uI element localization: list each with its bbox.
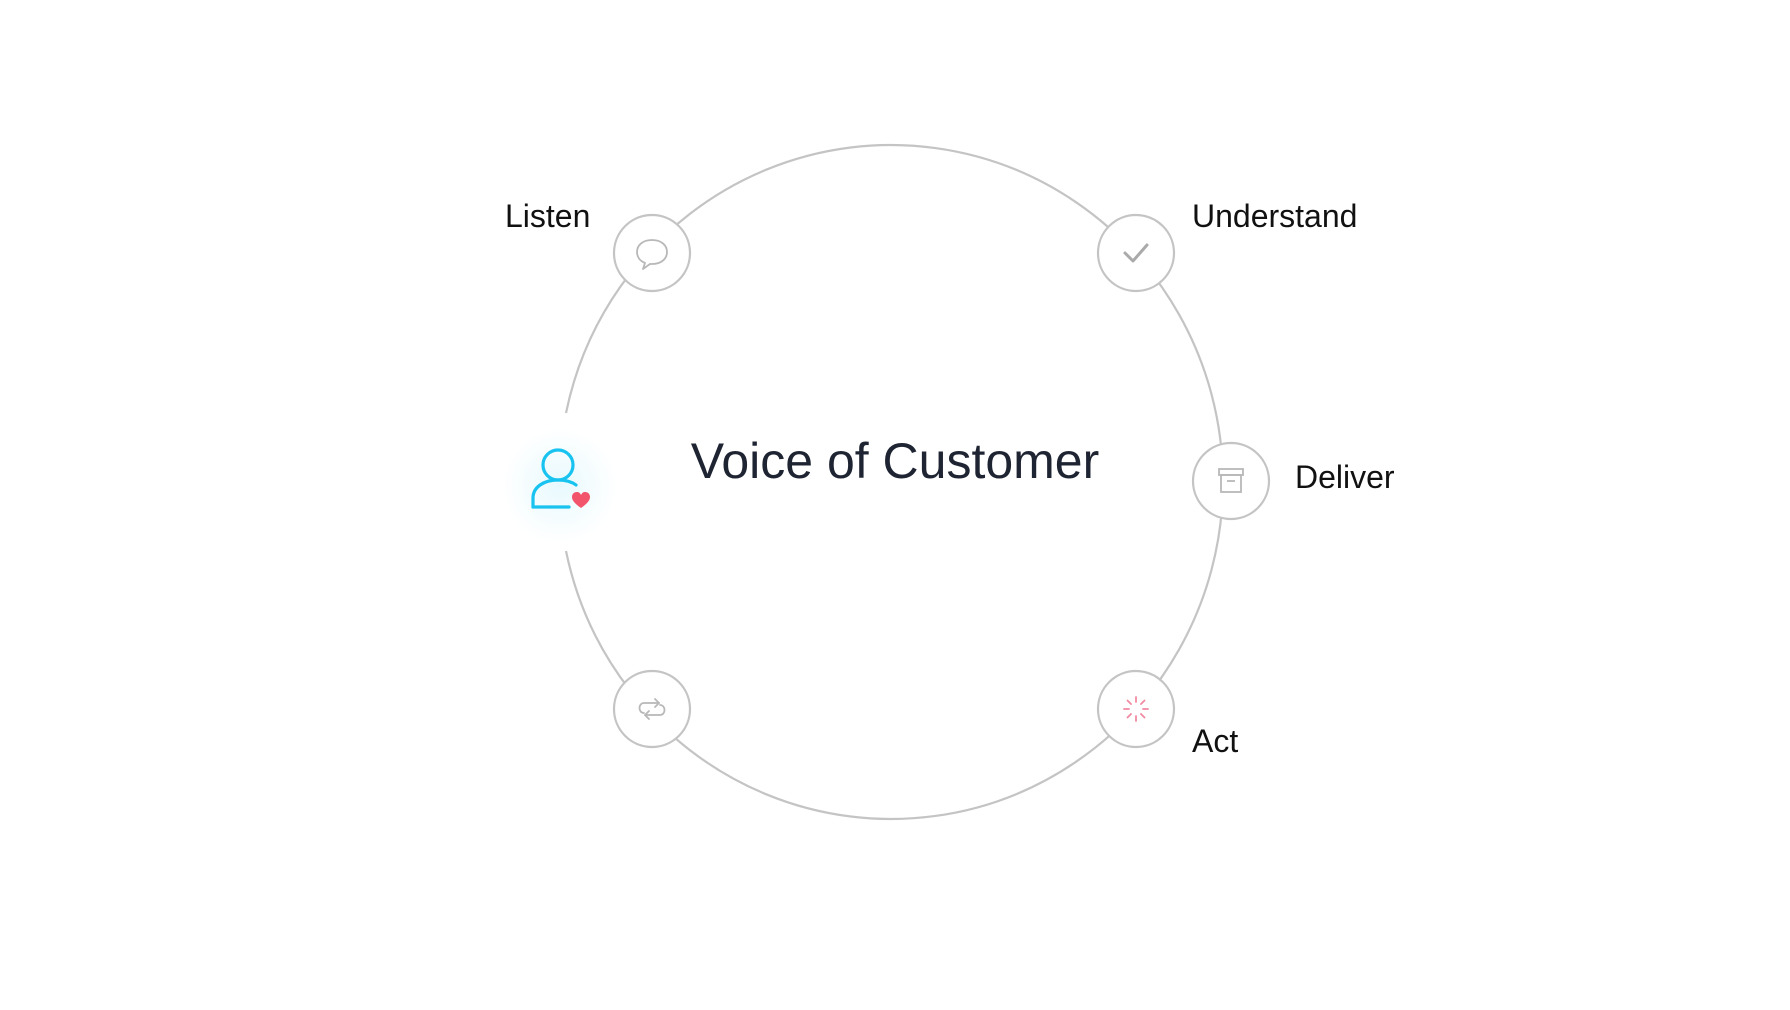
node-deliver[interactable] [1191,441,1271,521]
speech-bubble-icon [636,239,668,270]
node-understand[interactable] [1096,213,1176,293]
stage-label-understand: Understand [1192,198,1358,234]
archive-box-icon [1218,468,1244,493]
node-act[interactable] [1096,669,1176,749]
stage-label-listen: Listen [505,198,591,234]
stage-label-act: Act [1192,723,1239,759]
stage-label-deliver: Deliver [1295,459,1395,495]
node-listen[interactable] [612,213,692,293]
customer-heart-icon [531,448,590,509]
loading-spinner-icon [1123,696,1149,722]
checkmark-icon [1123,243,1149,263]
node-repeat[interactable] [612,669,692,749]
diagram-title: Voice of Customer [690,433,1100,489]
repeat-arrows-icon [638,698,666,720]
node-customer[interactable] [502,428,618,544]
